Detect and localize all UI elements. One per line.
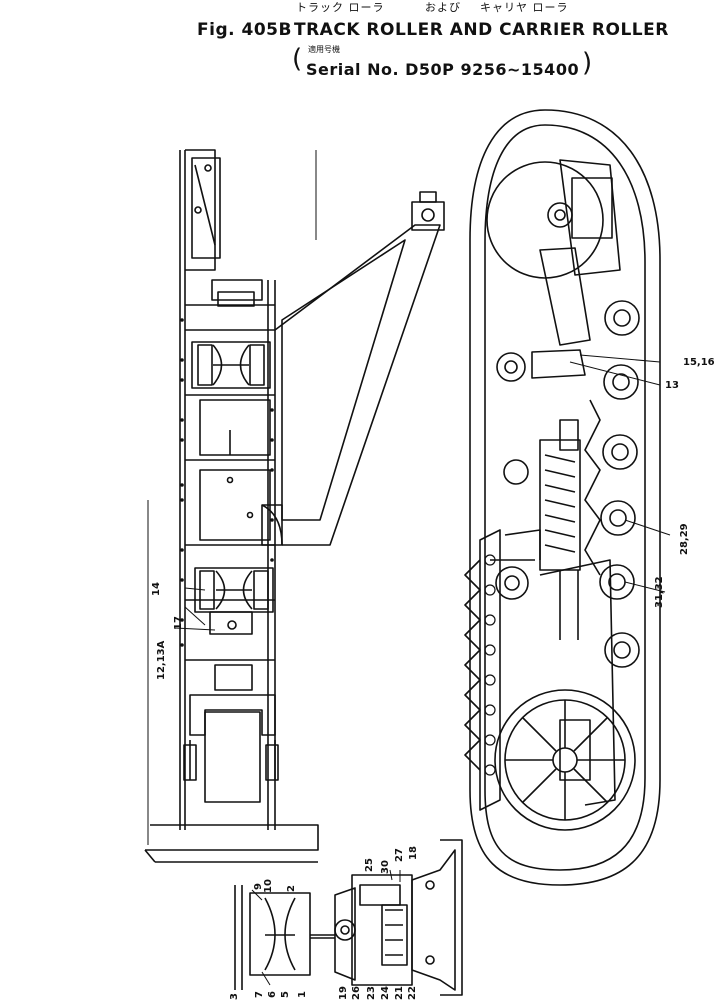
- callout-27: 27: [394, 848, 405, 862]
- track-roller-upper: [191, 341, 271, 389]
- serial-close-paren: ): [582, 48, 593, 78]
- callout-22: 22: [407, 986, 418, 1000]
- callout-21: 21: [394, 986, 405, 1000]
- callout-31-32: 31,32: [654, 576, 665, 608]
- callout-6: 6: [267, 991, 278, 998]
- frame-diagonal-arm: [274, 191, 445, 546]
- recoil-spring: [539, 419, 581, 640]
- callout-19: 19: [338, 986, 349, 1000]
- callout-24: 24: [380, 986, 391, 1000]
- callout-26: 26: [351, 986, 362, 1000]
- callout-7: 7: [254, 991, 265, 998]
- callout-14: 14: [151, 582, 162, 596]
- track-roller-lower: [194, 567, 274, 613]
- callout-5: 5: [280, 991, 291, 998]
- serial-number: Serial No. D50P 9256~15400: [306, 60, 580, 79]
- callout-28-29: 28,29: [679, 523, 690, 555]
- callout-17: 17: [173, 616, 184, 630]
- callout-13: 13: [665, 380, 679, 391]
- callout-10: 10: [263, 879, 274, 893]
- kana-and: および: [425, 1, 461, 14]
- applicable-label: 適用号機: [308, 45, 340, 54]
- callout-leaders: [174, 354, 671, 631]
- callout-15-16: 15,16: [683, 357, 715, 368]
- callout-23: 23: [366, 986, 377, 1000]
- callout-18: 18: [408, 846, 419, 860]
- rear-sprocket: [494, 689, 636, 831]
- figure-title: TRACK ROLLER AND CARRIER ROLLER: [294, 20, 669, 40]
- kana-track-roller: トラック ローラ: [296, 1, 385, 14]
- track-rollers-side: [599, 300, 640, 668]
- roller-cross-section: [234, 839, 463, 996]
- carrier-roller: [496, 352, 526, 382]
- callout-3: 3: [229, 993, 240, 1000]
- callout-1: 1: [297, 991, 308, 998]
- kana-carrier-roller: キャリヤ ローラ: [480, 1, 569, 14]
- callout-30: 30: [380, 860, 391, 874]
- figure-number: Fig. 405B: [197, 20, 292, 40]
- track-frame-plan-view: [144, 149, 319, 863]
- callout-2: 2: [286, 885, 297, 892]
- track-assembly-side-view: [464, 109, 661, 886]
- callout-25: 25: [364, 858, 375, 872]
- serial-open-paren: (: [292, 44, 303, 74]
- callout-12-13a: 12,13A: [156, 640, 167, 680]
